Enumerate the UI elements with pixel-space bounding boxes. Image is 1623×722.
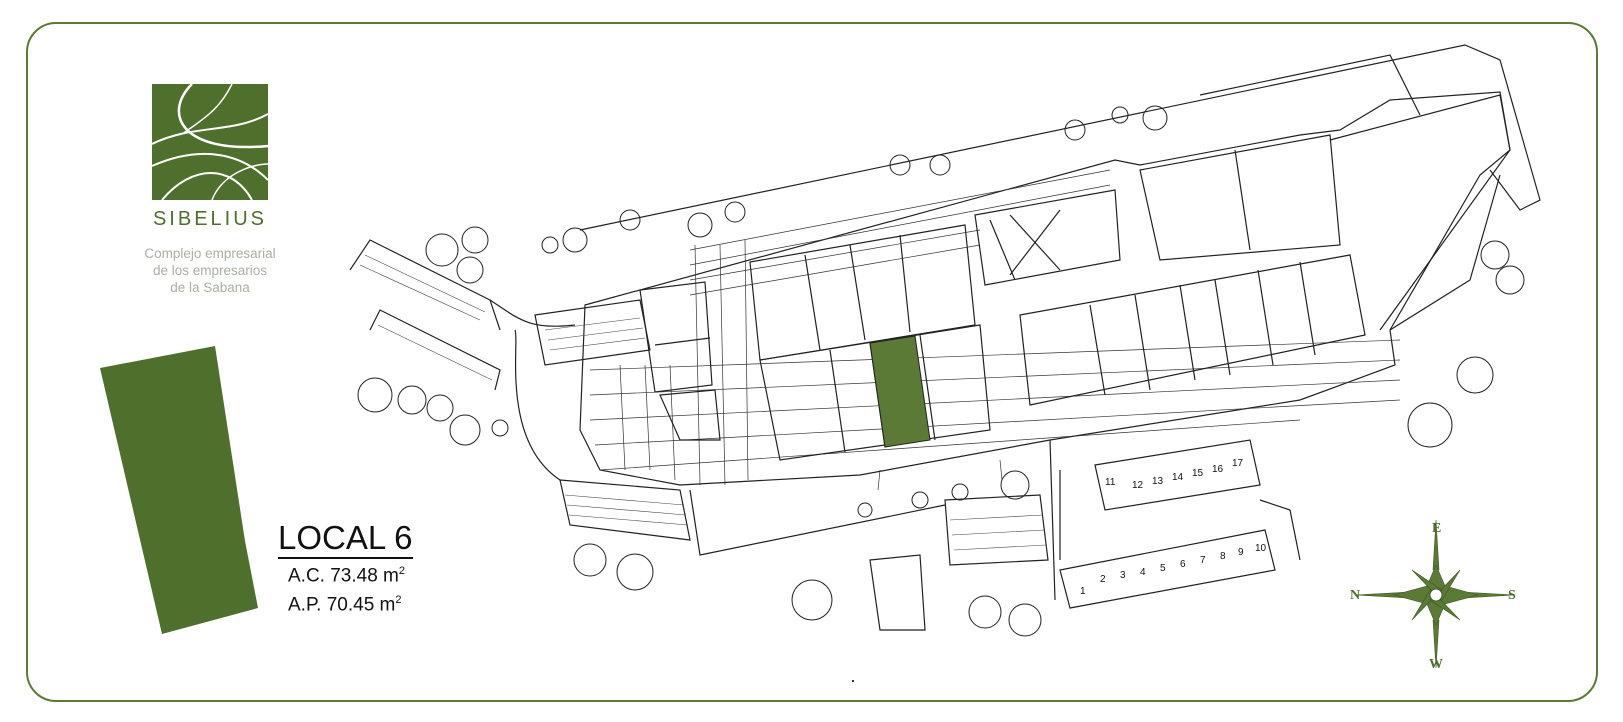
parking-space-3: 3 [1120,570,1126,581]
unit-title: LOCAL 6 [278,520,413,559]
parking-space-6: 6 [1180,559,1186,570]
parking-space-9: 9 [1238,547,1244,558]
built-area: A.C. 73.48 m2 [288,559,438,588]
unit-info: LOCAL 6 A.C. 73.48 m2 A.P. 70.45 m2 [278,520,438,618]
parking-numbers: 1 2 3 4 5 6 7 8 9 10 11 12 13 14 15 16 1… [1080,458,1267,597]
compass-south: S [1508,588,1516,603]
compass-rose-icon: N E S W [1350,520,1516,670]
parking-space-16: 16 [1212,464,1224,475]
highlighted-unit [869,335,931,448]
parking-space-7: 7 [1200,555,1206,566]
parking-space-12: 12 [1132,480,1144,491]
parking-space-4: 4 [1140,567,1146,578]
tagline-line-2: de los empresarios [152,263,268,278]
compass-north: N [1350,588,1360,603]
private-area-label: A.P. 70.45 m [288,594,396,616]
unit-silhouette [100,346,258,634]
floor-plan: 1 2 3 4 5 6 7 8 9 10 11 12 13 14 15 16 1… [349,44,1541,637]
stray-dot [852,680,854,682]
compass-east: E [1432,521,1441,536]
parking-space-14: 14 [1172,472,1184,483]
page-frame [26,22,1598,702]
tagline-line-1: Complejo empresarial [144,246,276,261]
compass-west: W [1429,657,1443,670]
logo-curves-icon [152,84,268,200]
parking-space-13: 13 [1152,476,1164,487]
brand-name: SIBELIUS [152,208,268,230]
parking-space-15: 15 [1192,468,1204,479]
parking-space-17: 17 [1232,458,1244,469]
parking-space-2: 2 [1100,574,1106,585]
parking-space-1: 1 [1080,586,1086,597]
brand-tagline: Complejo empresarial de los empresarios … [128,245,292,296]
brand-logo [152,84,268,200]
parking-space-5: 5 [1160,563,1166,574]
parking-space-8: 8 [1220,551,1226,562]
private-area-exponent: 2 [395,594,402,607]
built-area-label: A.C. 73.48 m [288,565,399,587]
parking-space-10: 10 [1255,543,1267,554]
private-area: A.P. 70.45 m2 [288,588,438,617]
parking-space-11: 11 [1105,477,1116,488]
built-area-exponent: 2 [398,565,406,577]
brand-block: SIBELIUS Complejo empresarial de los emp… [128,84,292,296]
tagline-line-3: de la Sabana [170,280,250,295]
